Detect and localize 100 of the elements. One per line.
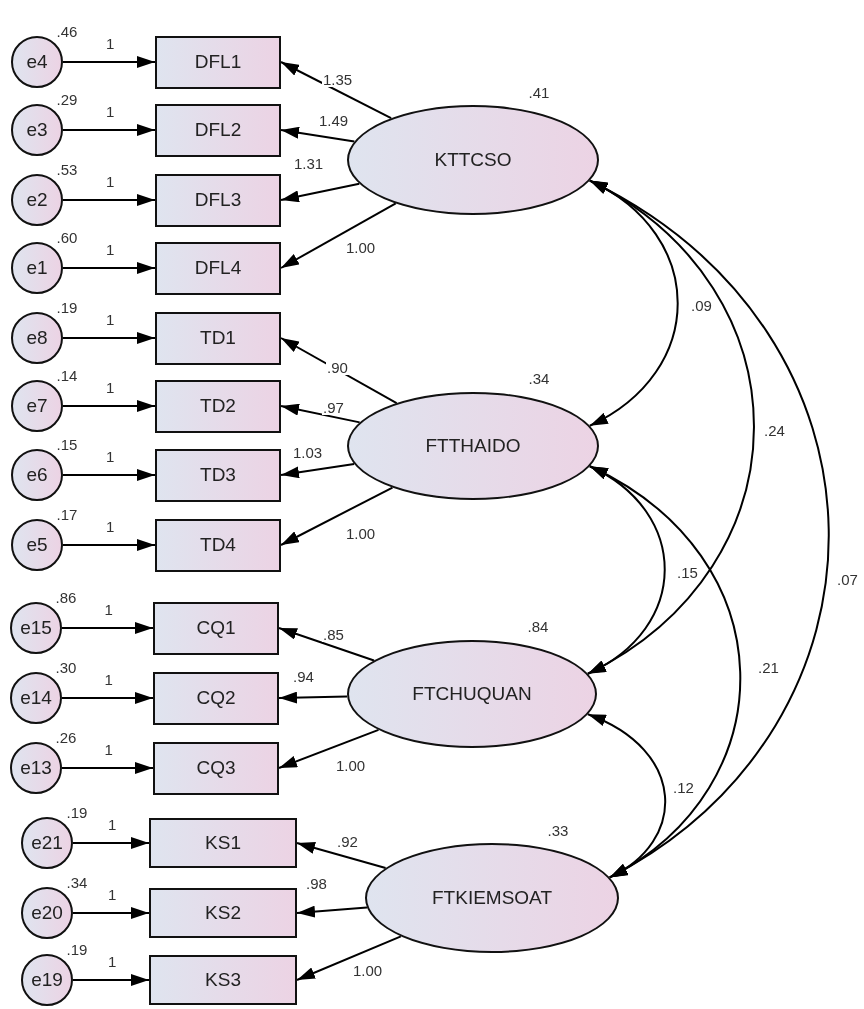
edge-label: 1	[105, 449, 116, 464]
covariance-label: .07	[836, 572, 859, 587]
edge-label: 1.00	[352, 963, 384, 978]
observed-variable-box	[155, 448, 281, 502]
arrow	[280, 61, 393, 120]
edge-label: 1.49	[318, 113, 350, 128]
variable-name: FTTHAIDO	[425, 435, 521, 457]
variable-name: KS2	[205, 902, 241, 924]
edge-label: 1	[107, 817, 118, 832]
arrow	[72, 907, 150, 919]
edge-label: 1.31	[293, 156, 325, 171]
variable-name: DFL4	[194, 257, 242, 279]
variance-estimate: .30	[55, 659, 77, 675]
arrow	[62, 56, 156, 68]
arrow	[62, 194, 156, 206]
edge-label: .92	[336, 834, 359, 849]
arrow	[280, 202, 397, 269]
error-circle	[21, 954, 73, 1006]
variable-name: e19	[31, 969, 63, 991]
variance-estimate: .26	[55, 729, 77, 745]
variable-name: TD1	[200, 327, 236, 349]
covariance-label: .09	[690, 298, 713, 313]
observed-variable-box	[149, 888, 297, 938]
variable-name: TD2	[200, 395, 236, 417]
covariance-label: .12	[672, 780, 695, 795]
variable-name: KS3	[205, 969, 241, 991]
arrow	[296, 935, 402, 981]
variable-name: e5	[26, 534, 48, 556]
arrow	[72, 974, 150, 986]
variable-name: DFL1	[194, 51, 242, 73]
observed-variable-box	[153, 741, 279, 795]
arrow	[62, 124, 156, 136]
variance-estimate: .29	[56, 91, 78, 107]
edge-label: .90	[326, 360, 349, 375]
edge-label: 1	[105, 36, 116, 51]
edge-label: 1	[105, 174, 116, 189]
variance-estimate: .15	[56, 436, 78, 452]
observed-variable-box	[155, 103, 281, 157]
variable-name: e3	[26, 119, 48, 141]
covariance-label: .15	[676, 565, 699, 580]
arrow	[278, 627, 375, 662]
edge-label: .98	[305, 876, 328, 891]
variable-name: e1	[26, 257, 48, 279]
edge-label: .97	[322, 400, 345, 415]
error-circle	[11, 519, 63, 571]
error-circle	[11, 380, 63, 432]
edge-label: 1	[107, 954, 118, 969]
error-circle	[10, 602, 62, 654]
edge-label: 1	[105, 312, 116, 327]
observed-variable-box	[153, 671, 279, 725]
variable-name: e7	[26, 395, 48, 417]
error-circle	[21, 887, 73, 939]
variable-name: KTTCSO	[434, 149, 512, 171]
variable-name: e20	[31, 902, 63, 924]
variance-estimate: .86	[55, 589, 77, 605]
arrow	[280, 403, 361, 424]
edge-label: .94	[292, 669, 315, 684]
variance-estimate: .33	[547, 822, 569, 838]
edge-label: 1.00	[345, 240, 377, 255]
variable-name: TD3	[200, 464, 236, 486]
variance-estimate: .17	[56, 506, 78, 522]
observed-variable-box	[149, 818, 297, 868]
variable-name: DFL3	[194, 189, 242, 211]
arrow	[61, 622, 154, 634]
edge-label: 1.00	[345, 526, 377, 541]
observed-variable-box	[155, 518, 281, 572]
error-circle	[11, 312, 63, 364]
variable-name: CQ1	[196, 617, 236, 639]
error-circle	[11, 174, 63, 226]
error-circle	[11, 104, 63, 156]
variance-estimate: .19	[56, 299, 78, 315]
arrow	[72, 837, 150, 849]
variable-name: KS1	[205, 832, 241, 854]
variance-estimate: .60	[56, 229, 78, 245]
covariance-label: .21	[757, 660, 780, 675]
observed-variable-box	[155, 379, 281, 433]
variable-name: FTKIEMSOAT	[432, 887, 552, 909]
edge-label: 1	[107, 887, 118, 902]
edge-label: 1.03	[292, 445, 324, 460]
arrow	[280, 486, 394, 546]
observed-variable-box	[155, 241, 281, 295]
error-circle	[21, 817, 73, 869]
variance-estimate: .34	[66, 874, 88, 890]
variable-name: CQ2	[196, 687, 236, 709]
variable-name: e8	[26, 327, 48, 349]
edge-label: 1	[105, 242, 116, 257]
arrow	[62, 539, 156, 551]
arrow	[296, 842, 387, 869]
arrow	[280, 126, 356, 143]
variance-estimate: .19	[66, 804, 88, 820]
variance-estimate: .34	[528, 370, 550, 386]
edge-label: 1	[103, 672, 114, 687]
variable-name: e4	[26, 51, 48, 73]
edge-label: 1	[103, 602, 114, 617]
arrow	[278, 728, 380, 769]
arrow	[62, 400, 156, 412]
observed-variable-box	[155, 311, 281, 365]
variable-name: e2	[26, 189, 48, 211]
edge-label: 1	[105, 519, 116, 534]
variance-estimate: .46	[56, 23, 78, 39]
